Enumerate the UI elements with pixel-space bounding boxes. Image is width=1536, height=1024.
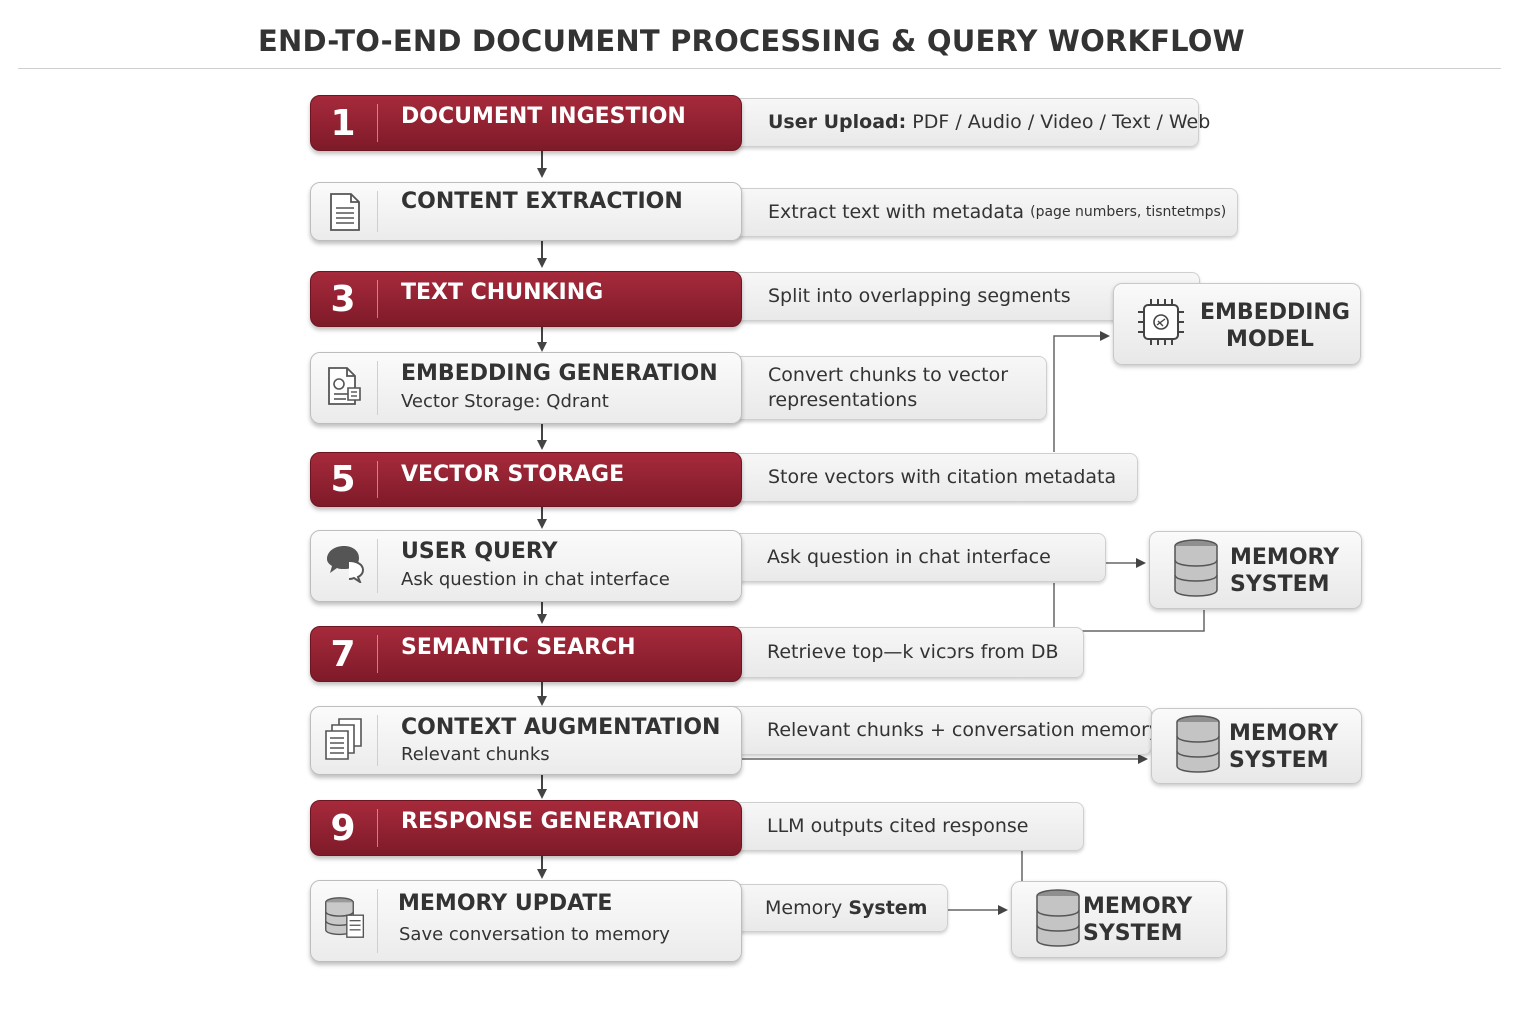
chat-bubble-icon (323, 541, 367, 585)
step7-description: Retrieve top—k vicɔrs from DB (720, 627, 1084, 678)
step-response-generation[interactable]: 9 RESPONSE GENERATION (310, 800, 742, 856)
step-vector-storage[interactable]: 5 VECTOR STORAGE (310, 452, 742, 507)
title-divider (18, 68, 1501, 69)
step-title: TEXT CHUNKING (401, 280, 604, 305)
step-divider (377, 715, 378, 766)
step-title: RESPONSE GENERATION (401, 809, 700, 834)
step-text-chunking[interactable]: 3 TEXT CHUNKING (310, 271, 742, 327)
step1-description: User Upload: PDF / Audio / Video / Text … (720, 98, 1210, 147)
step-context-augmentation[interactable]: CONTEXT AUGMENTATION Relevant chunks (310, 706, 742, 775)
step6-description: Ask question in chat interface (720, 533, 1106, 582)
step8-description: Relevant chunks + conversation memory (720, 706, 1160, 755)
memory-system-box-update[interactable]: MEMORY SYSTEM (1011, 881, 1227, 958)
step-embedding-generation[interactable]: EMBEDDING GENERATION Vector Storage: Qdr… (310, 352, 742, 424)
diagram-title: END-TO-END DOCUMENT PROCESSING & QUERY W… (258, 24, 1245, 58)
step-title: CONTENT EXTRACTION (401, 189, 683, 214)
component-label: MEMORY SYSTEM (1083, 894, 1193, 946)
step-number: 5 (330, 459, 356, 500)
step-number: 9 (330, 807, 356, 849)
step-semantic-search[interactable]: 7 SEMANTIC SEARCH (310, 626, 742, 682)
step-memory-update[interactable]: MEMORY UPDATE Save conversation to memor… (310, 880, 742, 962)
component-label: MEMORY SYSTEM (1229, 721, 1339, 773)
step-divider (377, 280, 378, 318)
step-divider (377, 889, 378, 953)
step-subtitle: Save conversation to memory (399, 924, 670, 945)
embedding-document-icon (323, 365, 367, 409)
step9-description: LLM outputs cited response (720, 802, 1084, 851)
stacked-documents-icon (323, 717, 367, 761)
step-title: EMBEDDING GENERATION (401, 361, 718, 386)
step-divider (377, 191, 378, 232)
step10-description: Memory System (720, 884, 948, 932)
memory-system-box-context[interactable]: MEMORY SYSTEM (1151, 708, 1362, 784)
step-divider (377, 361, 378, 415)
database-document-icon (323, 895, 367, 939)
database-icon (1172, 538, 1220, 602)
step-divider (377, 539, 378, 593)
document-icon (323, 190, 367, 234)
step-user-query[interactable]: USER QUERY Ask question in chat interfac… (310, 530, 742, 602)
step-subtitle: Relevant chunks (401, 744, 550, 765)
chip-icon (1136, 297, 1186, 351)
step-divider (377, 461, 378, 498)
step5-description: Store vectors with citation metadata (720, 453, 1138, 502)
step2-description: Extract text with metadata (page numbers… (720, 188, 1238, 237)
memory-system-box-query[interactable]: MEMORY SYSTEM (1149, 531, 1362, 609)
step-divider (377, 104, 378, 142)
embedding-model-box[interactable]: EMBEDDING MODEL (1113, 283, 1361, 365)
link-vector-storage-embedding-model (1053, 331, 1110, 452)
step-title: MEMORY UPDATE (398, 891, 613, 916)
step-document-ingestion[interactable]: 1 DOCUMENT INGESTION (310, 95, 742, 151)
step-title: SEMANTIC SEARCH (401, 635, 636, 660)
step-title: USER QUERY (401, 539, 558, 564)
step-subtitle: Ask question in chat interface (401, 569, 670, 590)
step-divider (377, 809, 378, 847)
step-number: 7 (330, 633, 356, 675)
database-icon (1034, 888, 1082, 952)
step-number: 1 (330, 102, 356, 144)
database-icon (1174, 714, 1222, 778)
step-title: VECTOR STORAGE (401, 462, 625, 487)
step-content-extraction[interactable]: CONTENT EXTRACTION (310, 182, 742, 241)
step-title: CONTEXT AUGMENTATION (401, 715, 721, 740)
component-label: EMBEDDING MODEL (1200, 300, 1350, 352)
step-divider (377, 635, 378, 673)
component-label: MEMORY SYSTEM (1230, 545, 1340, 597)
step-title: DOCUMENT INGESTION (401, 104, 686, 129)
step-subtitle: Vector Storage: Qdrant (401, 391, 609, 412)
step-number: 3 (330, 278, 356, 320)
